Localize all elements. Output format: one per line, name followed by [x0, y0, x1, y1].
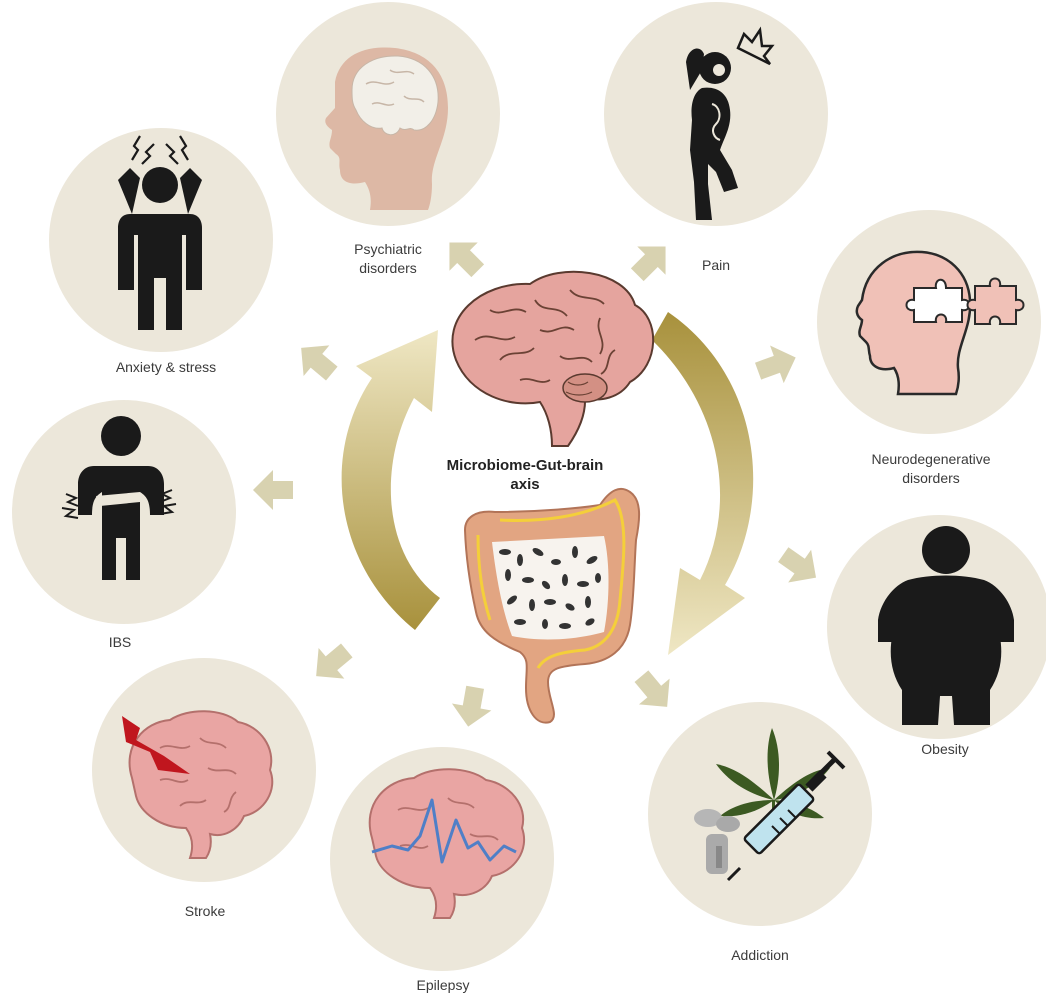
cycle-arrow-down — [652, 312, 753, 655]
arrow-to-addiction — [626, 663, 682, 719]
label-epilepsy: Epilepsy — [398, 976, 488, 995]
arrow-to-neurodegenerative — [751, 339, 802, 390]
arrow-to-anxiety — [288, 333, 344, 389]
label-addiction: Addiction — [710, 946, 810, 965]
arrow-to-pain — [623, 232, 680, 289]
arrow-to-epilepsy — [448, 684, 494, 730]
label-ibs: IBS — [90, 633, 150, 652]
label-stroke: Stroke — [160, 902, 250, 921]
label-psychiatric: Psychiatric disorders — [318, 240, 458, 278]
label-obesity: Obesity — [900, 740, 990, 759]
label-pain: Pain — [676, 256, 756, 275]
center-title: Microbiome-Gut-brain axis — [425, 456, 625, 494]
circle-addiction — [648, 702, 872, 926]
brain-illustration — [452, 272, 653, 446]
label-anxiety: Anxiety & stress — [96, 358, 236, 377]
arrow-to-stroke — [303, 635, 359, 691]
arrow-to-ibs — [253, 470, 293, 510]
arrow-to-obesity — [772, 538, 828, 594]
gut-illustration — [465, 489, 639, 723]
label-neurodegenerative: Neurodegenerative disorders — [846, 450, 1016, 488]
